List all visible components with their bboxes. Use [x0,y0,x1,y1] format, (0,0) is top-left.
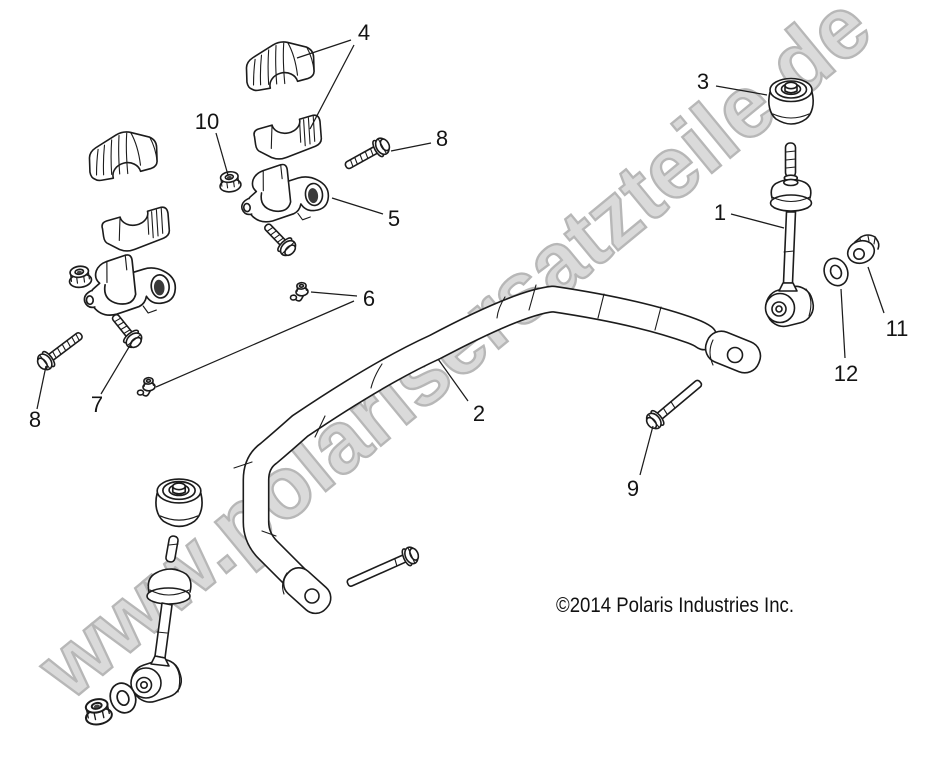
callout-7-label: 7 [91,392,103,417]
line-art [33,36,880,728]
copyright-text: ©2014 Polaris Industries Inc. [556,594,794,617]
callouts: 1 2 3 4 5 6 7 8 [29,20,909,501]
callout-5-label: 5 [388,206,400,231]
callout-3: 3 [697,69,768,96]
sway-bar-drawing [233,284,762,615]
callout-10: 10 [195,109,229,176]
bolt-8-right [344,134,394,170]
sway-bar-left-eye [281,567,332,615]
bushing-3-left [155,478,203,528]
callout-8-right-label: 8 [436,126,448,151]
callout-2: 2 [437,358,485,426]
callout-4: 4 [296,20,370,130]
callout-9: 9 [627,425,654,501]
callout-8-left: 8 [29,365,47,432]
flange-nut-11 [846,234,880,265]
callout-8-right: 8 [390,126,448,152]
bushing-3-right [768,77,814,125]
link-1-left [130,535,192,703]
callout-1: 1 [714,200,785,229]
bolt-9 [642,379,703,434]
link-1-right [764,142,815,328]
callout-11: 11 [867,266,909,341]
callout-2-label: 2 [473,401,485,426]
bolt-loose-lower [346,543,423,587]
callout-12-label: 12 [834,361,858,386]
bolt-7 [111,313,147,352]
callout-8-left-label: 8 [29,407,41,432]
callout-12: 12 [834,288,858,386]
callout-4-label: 4 [358,20,370,45]
callout-1-label: 1 [714,200,726,225]
callout-10-label: 10 [195,109,219,134]
callout-5: 5 [331,197,400,231]
callout-9-label: 9 [627,476,639,501]
callout-6-label: 6 [363,286,375,311]
callout-7: 7 [91,341,133,417]
callout-6: 6 [155,286,375,388]
bolt-8-left [33,332,83,374]
callout-3-label: 3 [697,69,709,94]
callout-11-label: 11 [886,316,909,341]
bolt-clamp-right [264,223,301,261]
sway-bar-right-eye [704,330,762,374]
